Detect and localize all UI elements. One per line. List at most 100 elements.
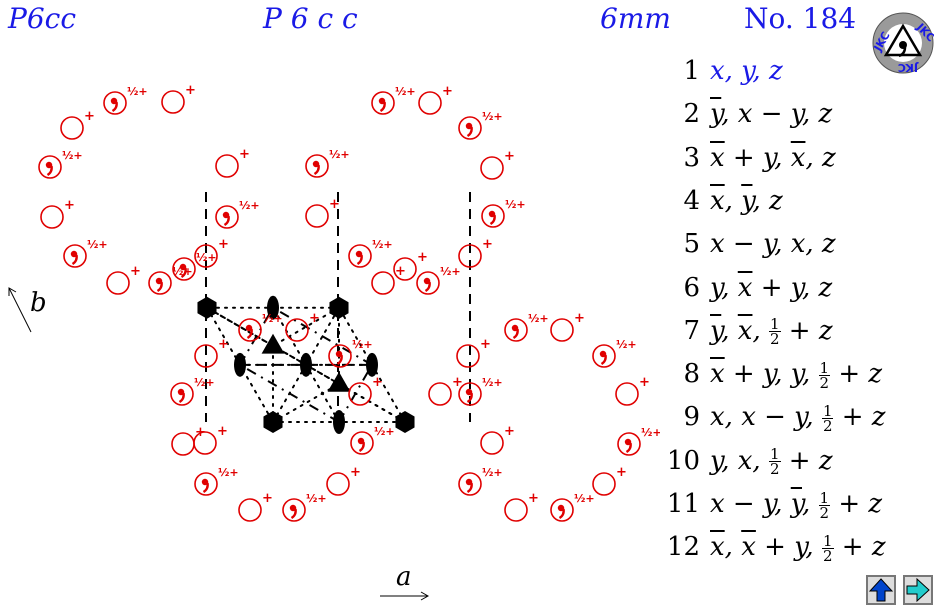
height-label: + <box>217 424 228 439</box>
position-plus: + <box>285 311 320 342</box>
position-half-comma: ½+ <box>170 376 215 406</box>
expression-part: , <box>724 185 742 216</box>
comma-tail <box>46 165 53 177</box>
position-plus: + <box>458 237 493 268</box>
expression-part: x <box>741 532 756 563</box>
position-circle <box>504 318 528 342</box>
comma-tail <box>223 215 230 227</box>
position-circle <box>393 257 417 281</box>
jkc-logo-icon[interactable]: JKC JKC JKC <box>872 12 934 74</box>
expression-part: , x − y, z <box>721 99 833 130</box>
operation-number: 11 <box>666 489 700 519</box>
position-plus: + <box>194 337 229 368</box>
height-label: ½+ <box>239 199 260 212</box>
comma-tail <box>246 328 253 340</box>
next-button[interactable] <box>903 575 933 605</box>
height-label: ½+ <box>218 466 239 479</box>
two-fold-axis-icon <box>333 410 345 434</box>
height-label: + <box>350 465 361 480</box>
full-symbol: P 6 c c <box>263 2 358 35</box>
position-circle <box>170 382 194 406</box>
up-button[interactable] <box>866 575 896 605</box>
height-label: + <box>239 147 250 162</box>
position-circle <box>305 154 329 178</box>
short-symbol: P6cc <box>8 2 77 35</box>
position-plus: + <box>60 109 95 140</box>
symmetry-elements <box>197 295 415 434</box>
group-number: No. 184 <box>744 2 857 35</box>
position-circle <box>40 205 64 229</box>
height-label: + <box>504 149 515 164</box>
position-circle <box>305 204 329 228</box>
position-circle <box>480 431 504 455</box>
position-half-comma: ½+ <box>416 265 461 295</box>
height-label: ½+ <box>482 110 503 123</box>
position-half-comma: ½+ <box>617 426 660 456</box>
height-label: + <box>395 264 406 279</box>
comma-tail <box>156 281 163 293</box>
position-plus: + <box>550 311 585 342</box>
position-circle <box>416 271 440 295</box>
height-label: ½+ <box>262 312 283 325</box>
position-half-comma: ½+ <box>504 312 549 342</box>
expression-part: x <box>710 142 725 173</box>
position-half-comma: ½+ <box>215 199 260 229</box>
position-circle <box>161 90 185 114</box>
position-circle <box>592 344 616 368</box>
position-circle <box>215 154 239 178</box>
operation-expression: x, y, z <box>710 186 783 216</box>
comma-tail <box>466 392 473 404</box>
position-circle <box>103 91 127 115</box>
height-label: ½+ <box>194 376 215 389</box>
position-half-comma: ½+ <box>550 492 595 522</box>
height-label: + <box>442 84 453 99</box>
position-plus: + <box>592 465 627 496</box>
position-plus: + <box>194 237 229 268</box>
position-circle <box>550 498 574 522</box>
b-axis-label: b <box>30 288 47 318</box>
expression-part: + z <box>780 315 833 346</box>
height-label: + <box>130 264 141 279</box>
glide-line <box>239 307 274 366</box>
expression-part: + z <box>833 402 886 433</box>
expression-part: x, x − y, <box>710 402 822 433</box>
height-label: ½+ <box>528 312 549 325</box>
six-fold-axis-icon <box>395 411 415 433</box>
height-label: + <box>639 375 650 390</box>
comma-tail <box>379 101 386 113</box>
operation-number: 12 <box>666 532 700 563</box>
expression-part: , <box>721 315 738 346</box>
expression-part: x − y, x, z <box>710 229 836 260</box>
height-label: ½+ <box>616 338 637 351</box>
height-label: ½+ <box>440 265 461 278</box>
position-circle <box>148 271 172 295</box>
position-half-comma: ½+ <box>172 251 217 281</box>
position-circle <box>418 91 442 115</box>
comma-tail <box>489 214 496 226</box>
position-circle <box>238 318 262 342</box>
operation-expression: y, x + y, z <box>710 273 832 303</box>
right-arrow-icon <box>906 577 930 603</box>
six-fold-axis-icon <box>197 296 217 319</box>
position-half-comma: ½+ <box>328 338 373 368</box>
position-circle <box>285 318 309 342</box>
comma-tail <box>336 354 343 366</box>
position-half-comma: ½+ <box>481 198 526 228</box>
position-plus: + <box>40 198 75 229</box>
height-label: + <box>195 425 206 440</box>
position-circle <box>106 271 130 295</box>
expression-part: , <box>802 489 819 519</box>
position-half-comma: ½+ <box>305 148 350 178</box>
position-half-comma: ½+ <box>371 85 416 115</box>
